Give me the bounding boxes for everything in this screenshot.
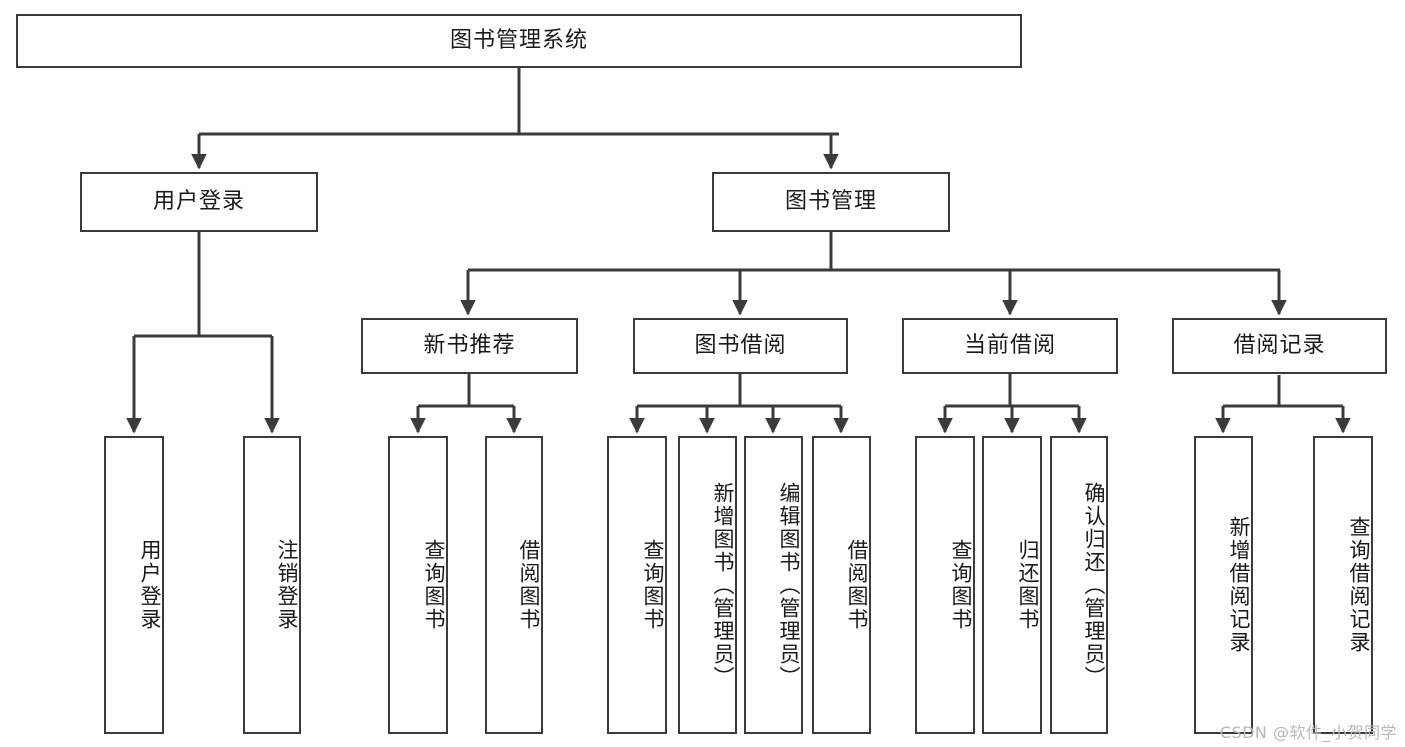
leaf-node[interactable]: 编辑图书（管理员） [744,436,803,734]
node-root[interactable]: 图书管理系统 [16,14,1022,68]
leaf-node-label: 新增图书（管理员） [711,481,735,689]
leaf-node-label: 归还图书 [1016,539,1040,631]
leaf-node-label: 查询图书 [422,539,446,631]
leaf-node[interactable]: 用户登录 [104,436,164,734]
leaf-node-label: 查询借阅记录 [1347,516,1371,654]
leaf-node-label: 确认归还（管理员） [1082,481,1106,689]
node-book-borrow-label: 图书借阅 [694,332,787,358]
node-book-borrow[interactable]: 图书借阅 [633,318,848,374]
leaf-node-label: 查询图书 [641,539,665,631]
leaf-node-label: 新增借阅记录 [1227,516,1251,654]
leaf-node[interactable]: 借阅图书 [812,436,871,734]
leaf-node[interactable]: 查询图书 [388,436,448,734]
watermark: CSDN @软件_小贺同学 [1219,723,1397,742]
node-new-book-recommend-label: 新书推荐 [423,332,516,358]
leaf-node[interactable]: 借阅图书 [485,436,543,734]
node-book-management-label: 图书管理 [784,188,877,214]
leaf-node-label: 借阅图书 [845,539,869,631]
node-current-borrow[interactable]: 当前借阅 [902,318,1118,374]
leaf-node-label: 编辑图书（管理员） [777,481,801,689]
leaf-node-label: 注销登录 [275,539,299,631]
node-borrow-record-label: 借阅记录 [1233,332,1326,358]
leaf-node-label: 用户登录 [138,539,162,631]
leaf-node[interactable]: 确认归还（管理员） [1050,436,1108,734]
node-new-book-recommend[interactable]: 新书推荐 [361,318,578,374]
leaf-node[interactable]: 查询图书 [915,436,975,734]
leaf-node[interactable]: 归还图书 [982,436,1042,734]
node-current-borrow-label: 当前借阅 [963,332,1056,358]
leaf-node[interactable]: 查询借阅记录 [1313,436,1373,734]
leaf-node-label: 查询图书 [949,539,973,631]
leaf-node[interactable]: 新增借阅记录 [1194,436,1253,734]
leaf-node[interactable]: 查询图书 [607,436,667,734]
node-user-login[interactable]: 用户登录 [80,172,318,232]
node-book-management[interactable]: 图书管理 [712,172,950,232]
node-borrow-record[interactable]: 借阅记录 [1172,318,1387,374]
leaf-node[interactable]: 新增图书（管理员） [678,436,737,734]
leaf-node[interactable]: 注销登录 [243,436,301,734]
leaf-node-label: 借阅图书 [517,539,541,631]
node-user-login-label: 用户登录 [152,188,245,214]
node-root-label: 图书管理系统 [449,27,588,53]
